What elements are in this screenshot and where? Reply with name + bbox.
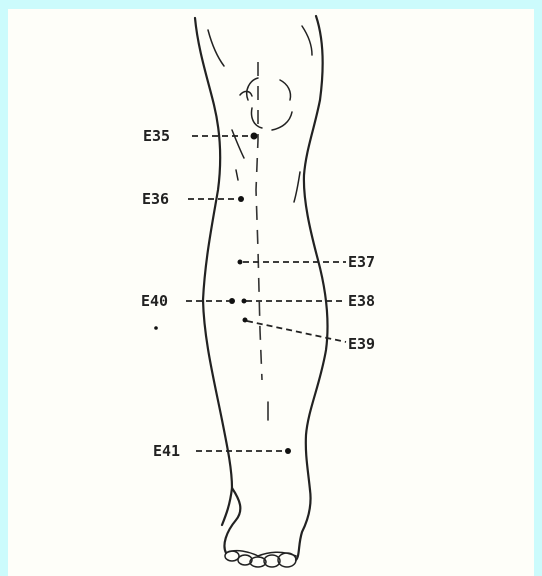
e40-point [229,298,235,304]
leg-right-contour [304,16,328,490]
thigh-detail-1 [208,30,224,66]
e38-point [242,299,247,304]
label-e41: E41 [153,442,180,460]
knee-shadow [232,130,244,158]
e37-point [238,260,243,265]
shin-tick [236,170,238,180]
e39-point [243,318,248,323]
meridian-line [256,62,262,380]
kneecap-top [247,78,258,100]
leg-left-contour [195,18,232,525]
label-e36: E36 [142,190,169,208]
kneecap-right [280,80,291,100]
label-e35: E35 [143,127,170,145]
e41-point [285,448,291,454]
label-e39: E39 [348,335,375,353]
label-e37: E37 [348,253,375,271]
stray-dot [154,326,158,330]
foot-outline [224,488,310,560]
thigh-detail-2 [302,26,312,55]
leg-outline [195,16,328,567]
labels: E35 E36 E37 E38 E39 E40 E41 [141,127,375,460]
e39-leader [247,321,346,342]
acupoints [154,133,346,455]
e36-point [238,196,244,202]
shin-detail [294,172,300,202]
e35-point [251,133,258,140]
label-e38: E38 [348,292,375,310]
label-e40: E40 [141,292,168,310]
kneecap-left [251,108,262,128]
kneecap-bottom [272,112,292,130]
